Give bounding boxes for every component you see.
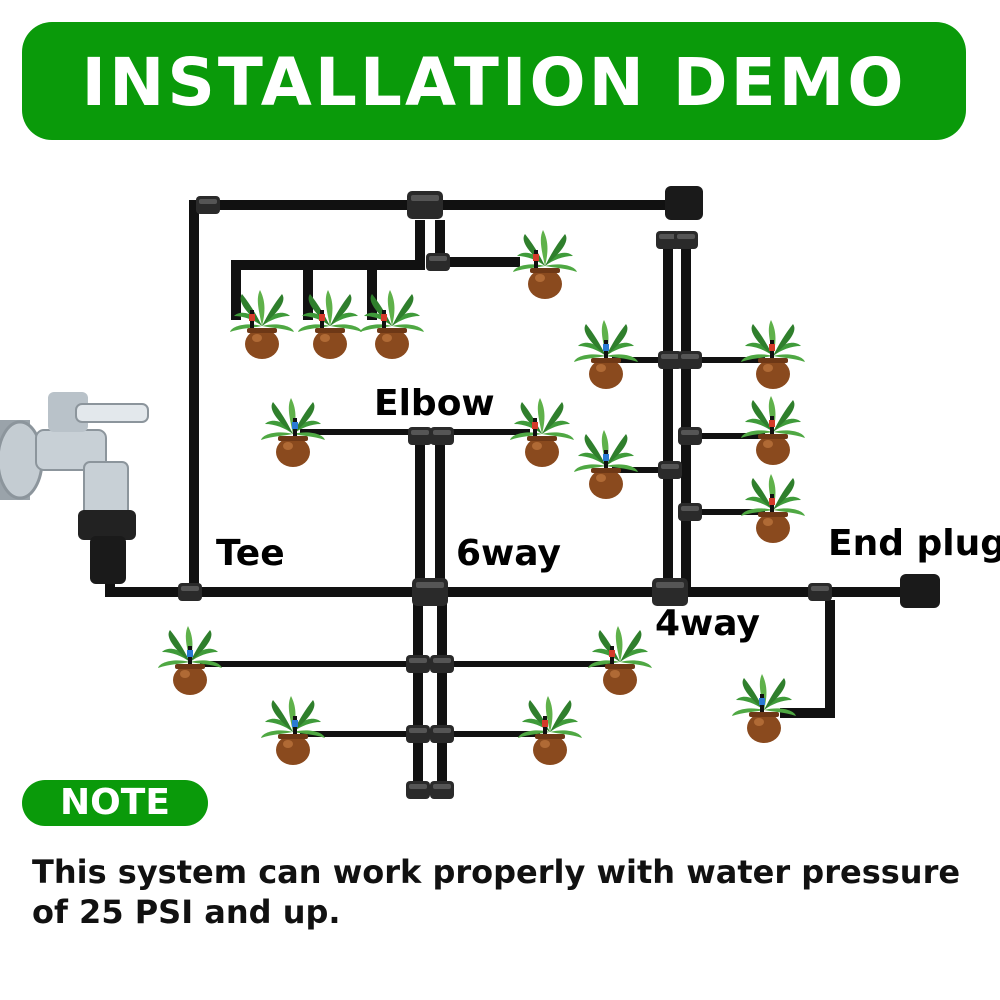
label-tee: Tee (216, 533, 285, 574)
tee-fitting-main (178, 583, 202, 601)
six-way-fitting (412, 578, 448, 606)
plant-icon (261, 696, 325, 765)
faucet-icon (0, 392, 149, 584)
plant-icon (513, 230, 577, 299)
label-elbow: Elbow (374, 383, 495, 424)
plant-icon (518, 696, 582, 765)
title-banner: INSTALLATION DEMO (22, 22, 966, 140)
four-way-fitting (652, 578, 688, 606)
plant-icon (588, 626, 652, 695)
plant-icon (574, 320, 638, 389)
plant-icon (741, 320, 805, 389)
elbow-fitting-center (408, 427, 454, 445)
note-text: This system can work properly with water… (32, 853, 961, 931)
label-4way: 4way (655, 603, 760, 644)
note-badge-label: NOTE (60, 782, 170, 823)
fittings (178, 186, 940, 799)
end-cap-top (665, 186, 703, 220)
end-plug-fitting (808, 574, 940, 608)
page-title: INSTALLATION DEMO (81, 44, 907, 121)
label-end-plug: End plug (828, 523, 1000, 564)
plant-icon (574, 430, 638, 499)
note-badge: NOTE (22, 780, 208, 826)
elbow-fitting-top-left (196, 196, 220, 214)
main-line (105, 200, 905, 790)
plant-icon (741, 396, 805, 465)
plants (158, 230, 805, 765)
plant-icon (741, 474, 805, 543)
label-6way: 6way (456, 533, 561, 574)
plant-icon (158, 626, 222, 695)
tee-fitting-top (407, 191, 443, 219)
